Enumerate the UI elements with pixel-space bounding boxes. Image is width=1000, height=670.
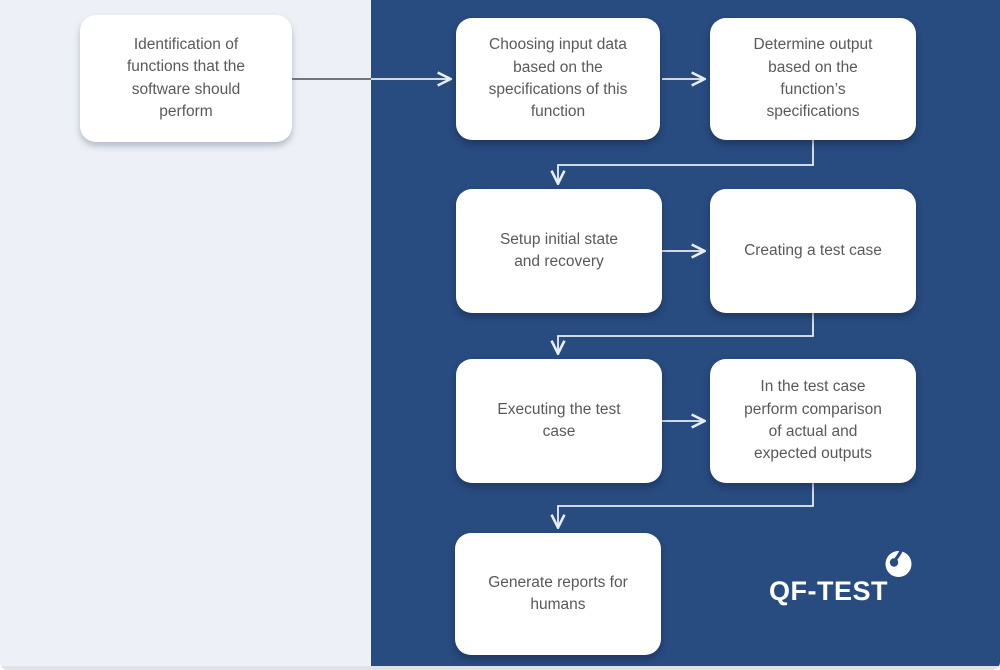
connector-determine-to-setup — [558, 140, 814, 182]
qf-test-logo-text: QF-TEST — [769, 576, 888, 606]
flow-node-setup-initial-state: Setup initial state and recovery — [456, 189, 662, 313]
chameleon-circle-icon — [885, 549, 912, 577]
connector-comparison-to-generate — [558, 483, 814, 526]
bottom-edge-strip — [0, 666, 1000, 670]
flow-node-compare-outputs: In the test case perform comparison of a… — [710, 359, 916, 483]
flow-node-generate-reports: Generate reports for humans — [455, 533, 661, 655]
flow-node-determine-output: Determine output based on the function’s… — [710, 18, 916, 140]
flow-node-identification: Identification of functions that the sof… — [80, 15, 292, 142]
flow-node-executing-test-case: Executing the test case — [456, 359, 662, 483]
flow-node-choosing-input-data: Choosing input data based on the specifi… — [456, 18, 660, 140]
connector-creating-to-executing — [558, 313, 814, 352]
flow-node-creating-test-case: Creating a test case — [710, 189, 916, 313]
